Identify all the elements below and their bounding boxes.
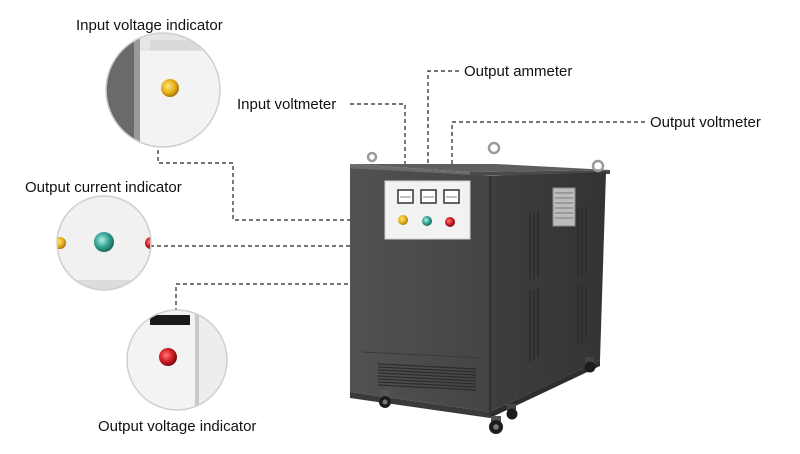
input-voltmeter-meter <box>397 189 414 204</box>
leader-input-voltage-indicator <box>157 143 395 221</box>
output-current-lamp <box>422 216 432 226</box>
label-output-voltage-indicator: Output voltage indicator <box>98 418 257 435</box>
panel-meters <box>397 189 460 204</box>
label-output-voltmeter: Output voltmeter <box>650 114 761 131</box>
output-voltage-lamp <box>445 217 455 227</box>
leader-output-voltmeter <box>451 121 645 188</box>
output-voltmeter-meter <box>443 189 460 204</box>
input-voltage-lamp <box>398 215 408 225</box>
magnifier-output-current <box>56 195 152 291</box>
cabinet-top <box>350 164 610 172</box>
label-output-current-indicator: Output current indicator <box>25 179 182 196</box>
magnifier-output-voltage <box>126 309 228 411</box>
magnifier-input-voltage <box>105 32 221 148</box>
leader-output-voltage-indicator <box>175 223 447 312</box>
output-ammeter-meter <box>420 189 437 204</box>
magnified-teal-lamp <box>94 232 114 252</box>
front-vents <box>377 363 477 391</box>
cabinet-side <box>490 172 606 412</box>
lifting-eye-icon <box>366 141 605 173</box>
caster-wheel-icon <box>379 357 596 434</box>
label-input-voltage-indicator: Input voltage indicator <box>76 17 223 34</box>
label-input-voltmeter: Input voltmeter <box>237 96 337 113</box>
transformer-cabinet <box>350 141 610 434</box>
magnified-red-lamp <box>159 348 177 366</box>
leader-output-ammeter <box>427 70 459 188</box>
side-vents <box>529 206 587 362</box>
side-grille <box>552 187 576 227</box>
label-output-ammeter: Output ammeter <box>464 63 573 80</box>
magnified-yellow-lamp <box>161 79 179 97</box>
